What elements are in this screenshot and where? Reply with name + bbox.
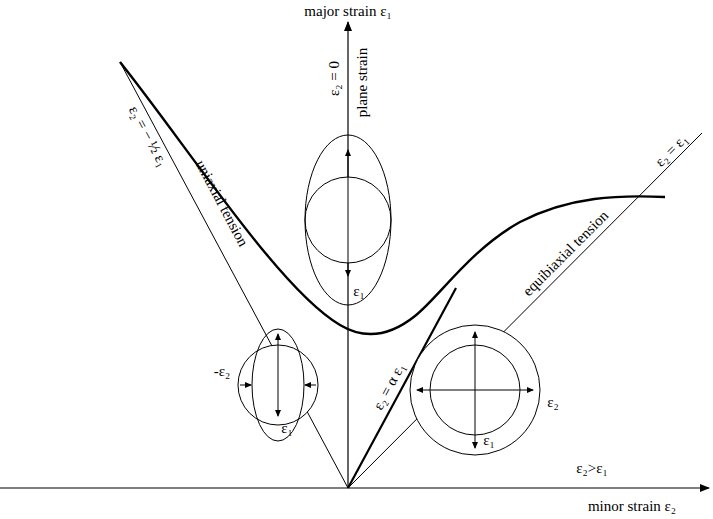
strain-symbol: -ε₂: [214, 364, 231, 379]
equibiaxial-line: [348, 133, 702, 488]
plane-strain-figure: [305, 135, 391, 305]
minor-axis: [0, 487, 709, 488]
uniaxial-line: [120, 62, 348, 488]
uniaxial-figure: [238, 329, 318, 441]
path-name: uniaxial tension: [193, 157, 251, 248]
strain-symbol: ε₁: [483, 433, 495, 448]
path-equation: ε₂ = − ½ ε₁: [126, 103, 170, 169]
axis-title: minor strain ε₂: [588, 499, 676, 514]
region-note: ε₂>ε₁: [576, 461, 608, 476]
strain-symbol: ε₂: [547, 395, 559, 410]
forming-limit-curve: [120, 62, 665, 334]
strain-symbol: ε₁: [353, 284, 365, 299]
path-name: equibiaxial tension: [520, 207, 611, 298]
equibiaxial-figure: [410, 325, 540, 455]
strain-symbol: ε₁: [281, 421, 293, 436]
major-axis: [347, 22, 348, 488]
axis-title: major strain ε₁: [304, 4, 391, 19]
path-equation: ε₂ = 0: [327, 61, 342, 96]
path-name: plane strain: [356, 47, 371, 117]
